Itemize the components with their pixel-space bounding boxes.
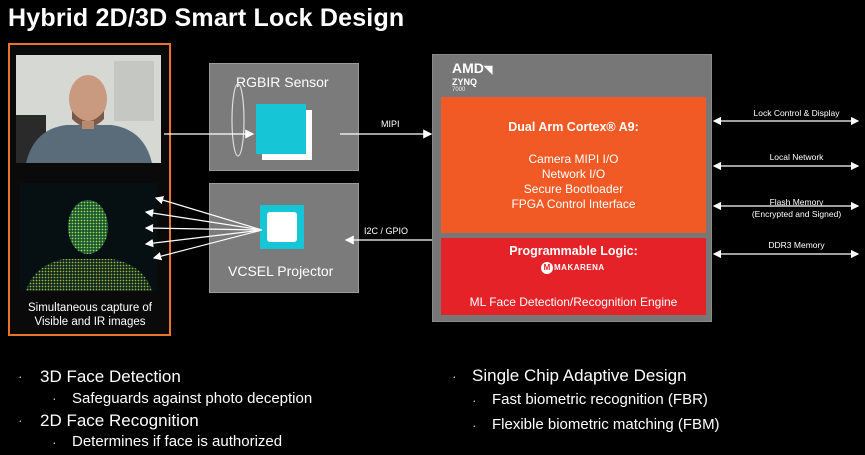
bullet-dot: · [52,390,57,406]
amd-logo-text: AMD [452,60,484,76]
bullet-fbm: Flexible biometric matching (FBM) [492,416,720,433]
lock-control-label: Lock Control & Display [753,108,840,118]
depth-map-icon [20,183,157,291]
bullet-3d-face-detection: 3D Face Detection [40,367,181,386]
ps-item: Camera MIPI I/O [528,152,619,166]
makarena-logo: M MAKARENA [541,262,609,276]
sensor-chip [256,104,306,154]
bullet-2d-face-recognition: 2D Face Recognition [40,411,199,430]
projector-chip-inner [267,212,297,242]
ir-depth-image [20,183,157,291]
bullet-dot: · [52,434,57,450]
bullet-dot: · [18,368,23,384]
ir-projection-arrows [144,196,263,261]
ps-item: Secure Bootloader [523,182,624,196]
vcsel-projector-label: VCSEL Projector [228,263,334,279]
processing-system-box [441,97,706,233]
bullet-dot: · [472,392,477,408]
ps-title: Dual Arm Cortex® A9: [508,120,639,134]
local-network-label: Local Network [769,152,824,162]
pl-title: Programmable Logic: [509,244,638,258]
lens-icon [231,83,245,157]
bullet-fbr: Fast biometric recognition (FBR) [492,391,708,408]
pl-engine-label: ML Face Detection/Recognition Engine [469,295,678,309]
zynq-7000-text: 7000 [452,87,466,93]
caption-line-1: Simultaneous capture of [27,302,153,314]
capture-caption: Simultaneous capture of Visible and IR i… [12,301,168,329]
programmable-logic-box [441,238,706,315]
interface-arrows [712,116,860,259]
ps-item: Network I/O [541,167,606,181]
bullet-single-chip: Single Chip Adaptive Design [472,366,687,385]
amd-arrow-icon: ◥ [483,64,493,76]
mipi-label: MIPI [381,119,400,129]
person-photo-icon [16,55,161,163]
amd-logo: AMD◥ [452,60,492,76]
bullet-dot: · [452,368,457,384]
slide-title: Hybrid 2D/3D Smart Lock Design [8,4,405,32]
i2c-gpio-label: I2C / GPIO [364,226,409,236]
rgbir-sensor-label: RGBIR Sensor [236,74,329,90]
zynq-logo-text: ZYNQ [452,77,478,87]
makarena-logo-icon: M [541,262,553,274]
makarena-logo-text: MAKARENA [554,263,605,272]
flash-memory-sub-label: (Encrypted and Signed) [751,209,842,219]
bullet-photo-deception: Safeguards against photo deception [72,390,313,407]
bullet-authorized: Determines if face is authorized [72,433,283,450]
ddr3-memory-label: DDR3 Memory [768,240,825,250]
bullet-dot: · [472,417,477,433]
caption-line-2: Visible and IR images [34,316,146,328]
bullet-dot: · [18,412,23,428]
visible-image [16,55,161,163]
ps-item: FPGA Control Interface [511,197,636,211]
